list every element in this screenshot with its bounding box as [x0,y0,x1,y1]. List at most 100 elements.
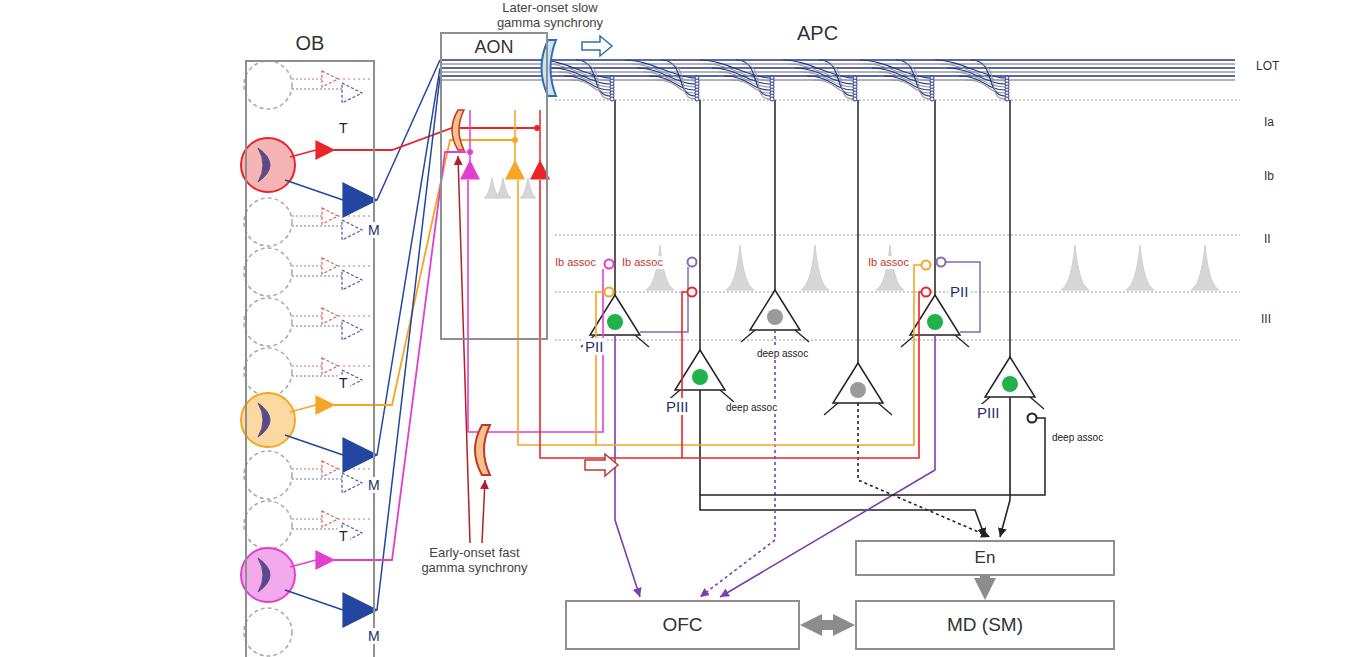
cell-nucleus [1002,376,1018,392]
illustration-path [558,72,610,87]
diagram-label: Later-onset slow gamma synchrony [483,1,617,31]
illustration-path [292,316,322,317]
diagram-label: M [366,628,382,644]
illustration-path [518,180,604,445]
illustration-path [338,316,372,317]
diagram-label: T [337,528,350,544]
diagram-label: Ib [1262,170,1276,184]
illustration-path [461,161,479,179]
diagram-label: M [366,477,382,493]
illustration-path [720,390,734,402]
illustration-circle [853,97,857,101]
diagram-label: deep assoc [724,402,779,414]
node-title: MD (SM) [947,614,1023,636]
illustration-path [1126,245,1154,290]
illustration-path [890,80,930,93]
illustration-path [700,60,770,78]
illustration-path [726,245,754,290]
connector-arrow [812,620,843,630]
illustration-path [1191,245,1219,290]
illustration-path [440,63,1235,64]
illustration-path [699,100,701,350]
illustration-path [935,60,1005,78]
illustration-path [539,110,541,161]
illustration-path [896,60,930,96]
cell-nucleus [692,369,708,385]
illustration-path [783,60,853,78]
illustration-path [322,258,338,274]
illustration-path [285,435,343,455]
illustration-path [585,454,618,476]
illustration-path [343,183,377,217]
illustration-path [946,262,980,332]
illustration-path [741,330,755,342]
node-title: En [975,548,996,568]
illustration-path [615,335,640,597]
illustration-path [700,390,985,537]
illustration-path [971,60,1005,96]
synaptic-bouton [605,260,614,269]
diagram-label: LOT [1254,60,1281,74]
illustration-path [576,60,610,96]
illustration-path [540,180,687,458]
illustration-circle [244,451,292,499]
diagram-label: Ib assoc [553,256,598,269]
illustration-path [322,208,338,224]
illustration-path [858,403,990,537]
illustration-path [542,40,557,96]
illustration-path [878,72,930,87]
illustration-path [292,326,342,327]
illustration-path [322,461,338,477]
illustration-circle [695,97,699,101]
illustration-circle [244,348,292,396]
diagram-label: Ib assoc [620,256,665,269]
illustration-path [953,72,1005,87]
illustration-path [655,80,695,93]
synaptic-bouton [605,288,614,297]
illustration-path [720,335,935,597]
illustration-path [730,80,770,93]
illustration-path [334,152,466,560]
diagram-label: III [1259,313,1273,327]
illustration-path [590,295,640,335]
diagram-label: APC [795,22,840,45]
illustration-circle [610,97,614,101]
illustration-path [774,100,776,290]
illustration-path [292,479,342,480]
cell-nucleus [607,314,623,330]
illustration-path [482,480,485,543]
illustration-path [635,335,649,347]
diagram-label: T [337,375,350,391]
illustration-path [258,403,270,437]
illustration-path [258,148,270,182]
illustration-path [458,156,470,543]
illustration-path [514,110,516,161]
illustration-path [343,593,377,627]
illustration-path [555,292,1240,293]
illustration-path [801,245,829,290]
illustration-path [440,59,1235,60]
cell-nucleus [767,309,783,325]
illustration-path [640,267,688,332]
illustration-path [825,64,853,99]
illustration-path [469,110,471,161]
illustration-circle [770,97,774,101]
illustration-path [475,425,490,475]
illustration-circle [244,298,292,346]
illustration-path [1061,245,1089,290]
illustration-circle [241,138,295,192]
illustration-circle [244,248,292,296]
illustration-path [322,308,338,324]
illustration-path [555,100,1240,101]
node-title: OFC [662,614,702,636]
synaptic-bouton [937,258,946,267]
illustration-path [667,64,695,99]
diagram-label: T [337,120,350,136]
illustration-path [878,403,892,415]
connector-arrow [980,576,990,588]
diagram-label: Ib assoc [866,256,911,269]
illustration-path [338,266,372,267]
illustration-path [322,511,338,527]
illustration-path [290,150,316,157]
